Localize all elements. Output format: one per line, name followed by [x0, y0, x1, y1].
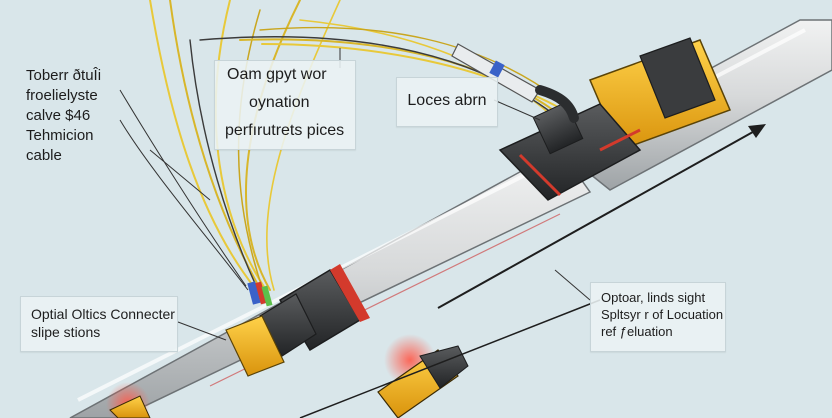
label-line: cable — [26, 147, 62, 164]
callout-location: Loces abrn — [396, 77, 498, 127]
callout-connector: Optial Oltics Connecter slipe stions — [20, 296, 178, 352]
label-line: froelielyste — [26, 87, 98, 104]
callout-line: ref ƒeluation — [601, 324, 673, 339]
leader-lines — [119, 48, 591, 341]
lower-connector — [225, 264, 370, 377]
callout-fibers: Oam gpyt wor oynation perfırutrets pices — [214, 60, 356, 150]
callout-reflection: Optoar, linds sight Spltsyr r of Locuati… — [590, 282, 726, 352]
callout-line: Optoar, linds sight — [601, 290, 706, 305]
callout-line: oynation — [249, 94, 310, 111]
label-line: Tehmicion — [26, 127, 94, 144]
callout-line: Optial Oltics Connecter — [31, 306, 175, 322]
arrow-right-icon — [299, 124, 766, 418]
callout-line: Oam gpyt wor — [227, 66, 327, 83]
probe-icon — [451, 43, 579, 123]
label-technician-cable: Toberr ðtuÎi froelielyste calve $46 Tehm… — [26, 66, 101, 166]
callout-line: slipe stions — [31, 324, 101, 340]
callout-line: Spltsyr r of Locuation — [601, 307, 724, 322]
label-line: Toberr ðtuÎi — [26, 67, 102, 84]
upper-connector — [498, 37, 732, 201]
callout-line: perfırutrets pices — [225, 122, 345, 139]
callout-text: Loces abrn — [407, 92, 487, 109]
label-line: calve $46 — [26, 107, 91, 124]
